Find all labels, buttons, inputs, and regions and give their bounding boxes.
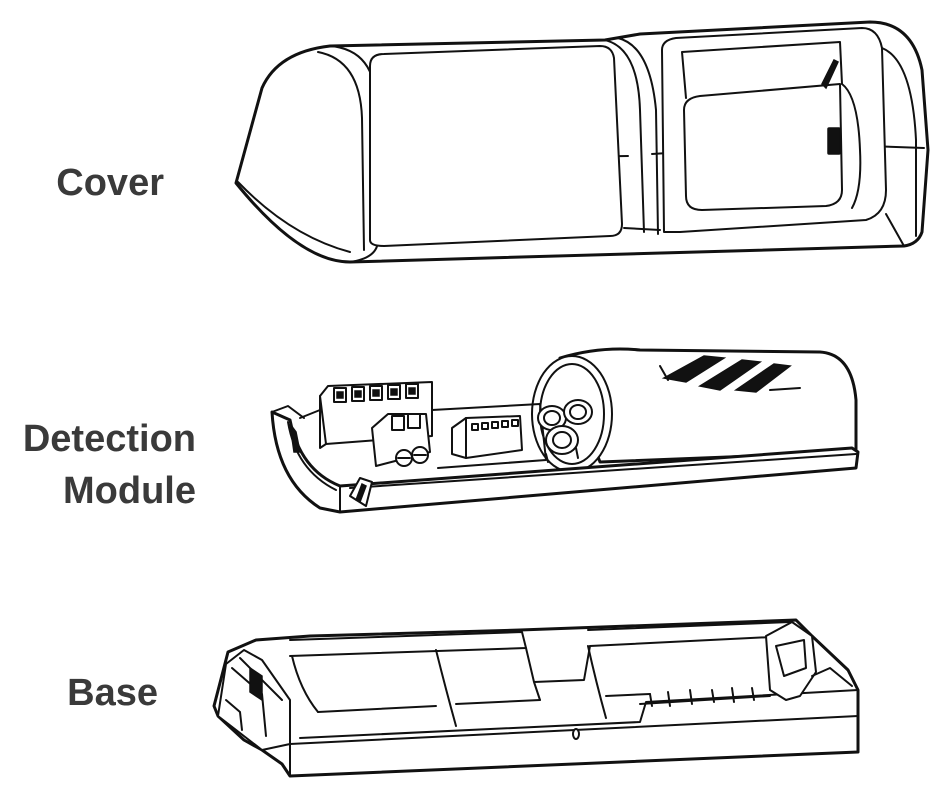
chip-pins	[471, 419, 519, 431]
detection-module-drawing	[270, 347, 860, 514]
cover-drawing	[234, 20, 930, 264]
detection-module-label-line1: Detection	[22, 418, 196, 460]
base-left-clip	[249, 666, 263, 702]
cover-divider	[604, 37, 659, 235]
base-ribs	[649, 687, 755, 707]
base-screw-hole	[572, 728, 580, 740]
cover-slot	[821, 58, 839, 90]
module-clip	[289, 423, 301, 453]
cover-label: Cover	[56, 162, 164, 204]
module-pcb	[431, 403, 547, 469]
cover-left-panel	[369, 45, 623, 247]
module-cylinder	[558, 347, 858, 464]
base-back-wall	[289, 631, 527, 657]
detection-module-label-line2: Module	[63, 470, 196, 512]
base-outline	[212, 618, 860, 778]
base-drawing	[212, 618, 860, 778]
terminal-screws	[333, 383, 419, 403]
base-label: Base	[67, 672, 158, 714]
module-window-stripe	[661, 355, 727, 383]
cover-latch	[827, 127, 841, 155]
cover-window	[683, 83, 843, 211]
module-capacitors	[537, 399, 593, 463]
base-left-end	[217, 649, 291, 751]
base-center-notch	[525, 645, 591, 701]
